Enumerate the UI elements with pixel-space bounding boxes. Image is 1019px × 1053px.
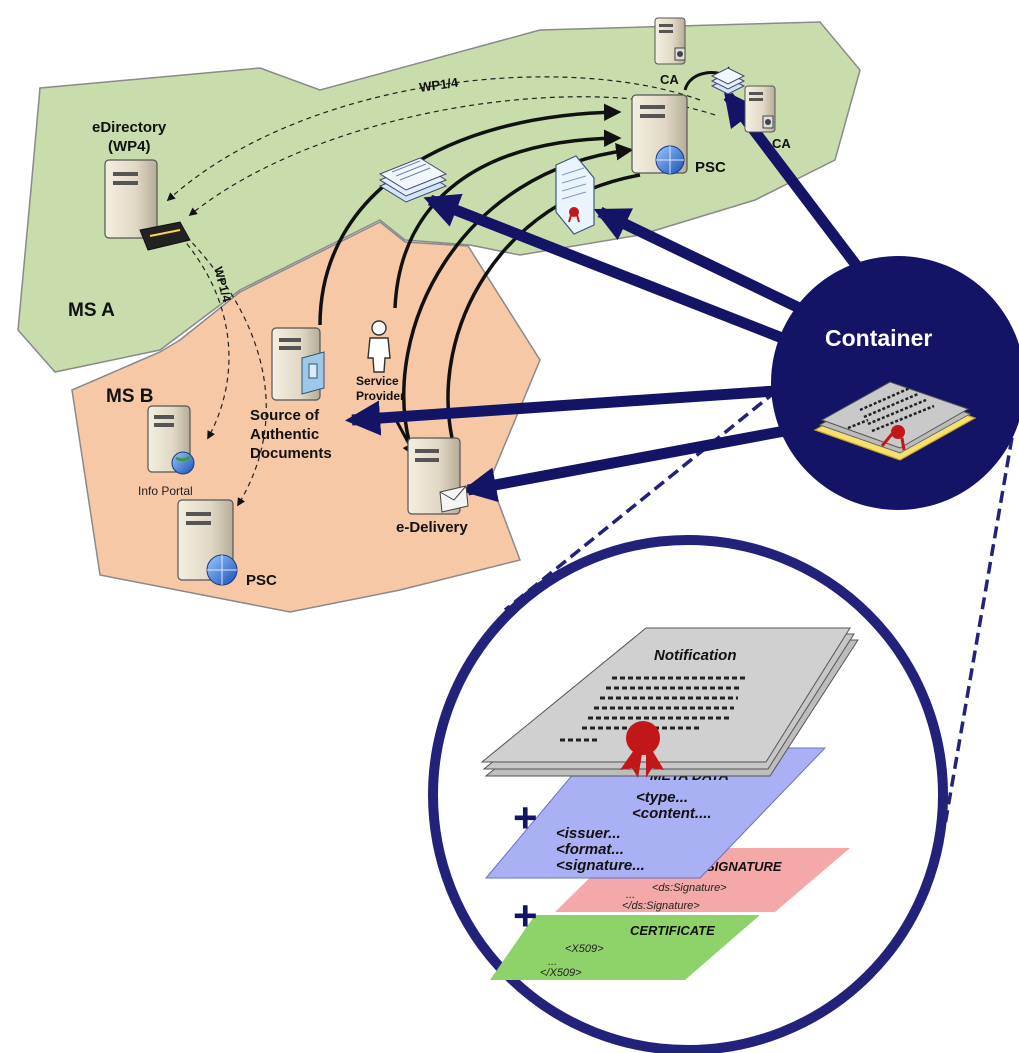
psc-server-a <box>631 94 688 175</box>
container-document-icon <box>813 381 977 461</box>
black-arc-2 <box>393 129 622 309</box>
wp14-dashed-curve-3 <box>174 229 230 440</box>
zoom-connector-left <box>503 378 792 612</box>
ms-a-label: MS A <box>68 300 115 321</box>
info-portal-label: Info Portal <box>138 484 193 498</box>
service-provider-person <box>367 320 391 373</box>
container-circle <box>771 256 1019 510</box>
container-label: Container <box>825 325 932 351</box>
edirectory-label-line2: (WP4) <box>108 138 151 155</box>
meta-line-5: <signature... <box>556 857 645 874</box>
navy-arrow-to-documents <box>423 193 803 351</box>
source-server <box>271 327 325 401</box>
wp14-dashed-curve-1 <box>166 76 701 202</box>
service-provider-label-line2: Provider <box>356 389 405 403</box>
ms-b-label: MS B <box>106 386 154 407</box>
ca-top-label: CA <box>660 72 679 87</box>
signature-line-1: <ds:Signature> <box>652 882 727 894</box>
notification-title: Notification <box>654 647 737 664</box>
meta-line-3: <issuer... <box>556 825 621 842</box>
ca-right-label: CA <box>772 136 791 151</box>
document-stack-icon <box>378 157 448 203</box>
source-label-line3: Documents <box>250 445 332 462</box>
notification-seal-icon <box>620 721 664 778</box>
edirectory-label-line1: eDirectory <box>92 119 167 136</box>
plus-sign-1: + <box>513 794 538 841</box>
info-portal-server <box>147 405 195 475</box>
ca-server-right <box>744 85 776 133</box>
meta-line-1: <type... <box>636 789 688 806</box>
signature-line-2: ... <box>626 889 635 901</box>
navy-arrow-to-source <box>344 384 791 436</box>
certificate-document-icon <box>555 155 595 235</box>
navy-arrow-to-certificate <box>593 207 823 323</box>
signature-line-3: </ds:Signature> <box>622 900 700 912</box>
psc-a-label: PSC <box>695 159 726 176</box>
meta-line-2: <content.... <box>632 805 712 822</box>
navy-arrow-to-edelivery <box>461 424 792 503</box>
source-label-line1: Source of <box>250 407 320 424</box>
wp14-top-label: WP1/4 <box>418 75 459 95</box>
edirectory-server <box>104 159 191 251</box>
edelivery-label: e-Delivery <box>396 519 468 536</box>
plus-sign-2: + <box>513 892 538 939</box>
psc-server-b <box>177 499 238 586</box>
wp14-dashed-curve-4 <box>179 229 267 507</box>
service-provider-label-line1: Service <box>356 374 399 388</box>
ca-server-top <box>654 17 686 65</box>
certificate-title: CERTIFICATE <box>630 923 715 938</box>
certificate-line-2: ... <box>548 956 557 968</box>
edelivery-server <box>407 437 469 515</box>
ca-document-stack-icon <box>710 67 746 95</box>
certificate-layer <box>490 915 760 980</box>
signature-title: SIGNATURE <box>706 859 782 874</box>
source-label-line2: Authentic <box>250 426 319 443</box>
psc-b-label: PSC <box>246 572 277 589</box>
notification-stack <box>480 627 859 777</box>
certificate-line-3: </X509> <box>540 967 582 979</box>
certificate-line-1: <X509> <box>565 943 604 955</box>
meta-line-4: <format... <box>556 841 624 858</box>
zoom-connector-right <box>943 419 1017 826</box>
